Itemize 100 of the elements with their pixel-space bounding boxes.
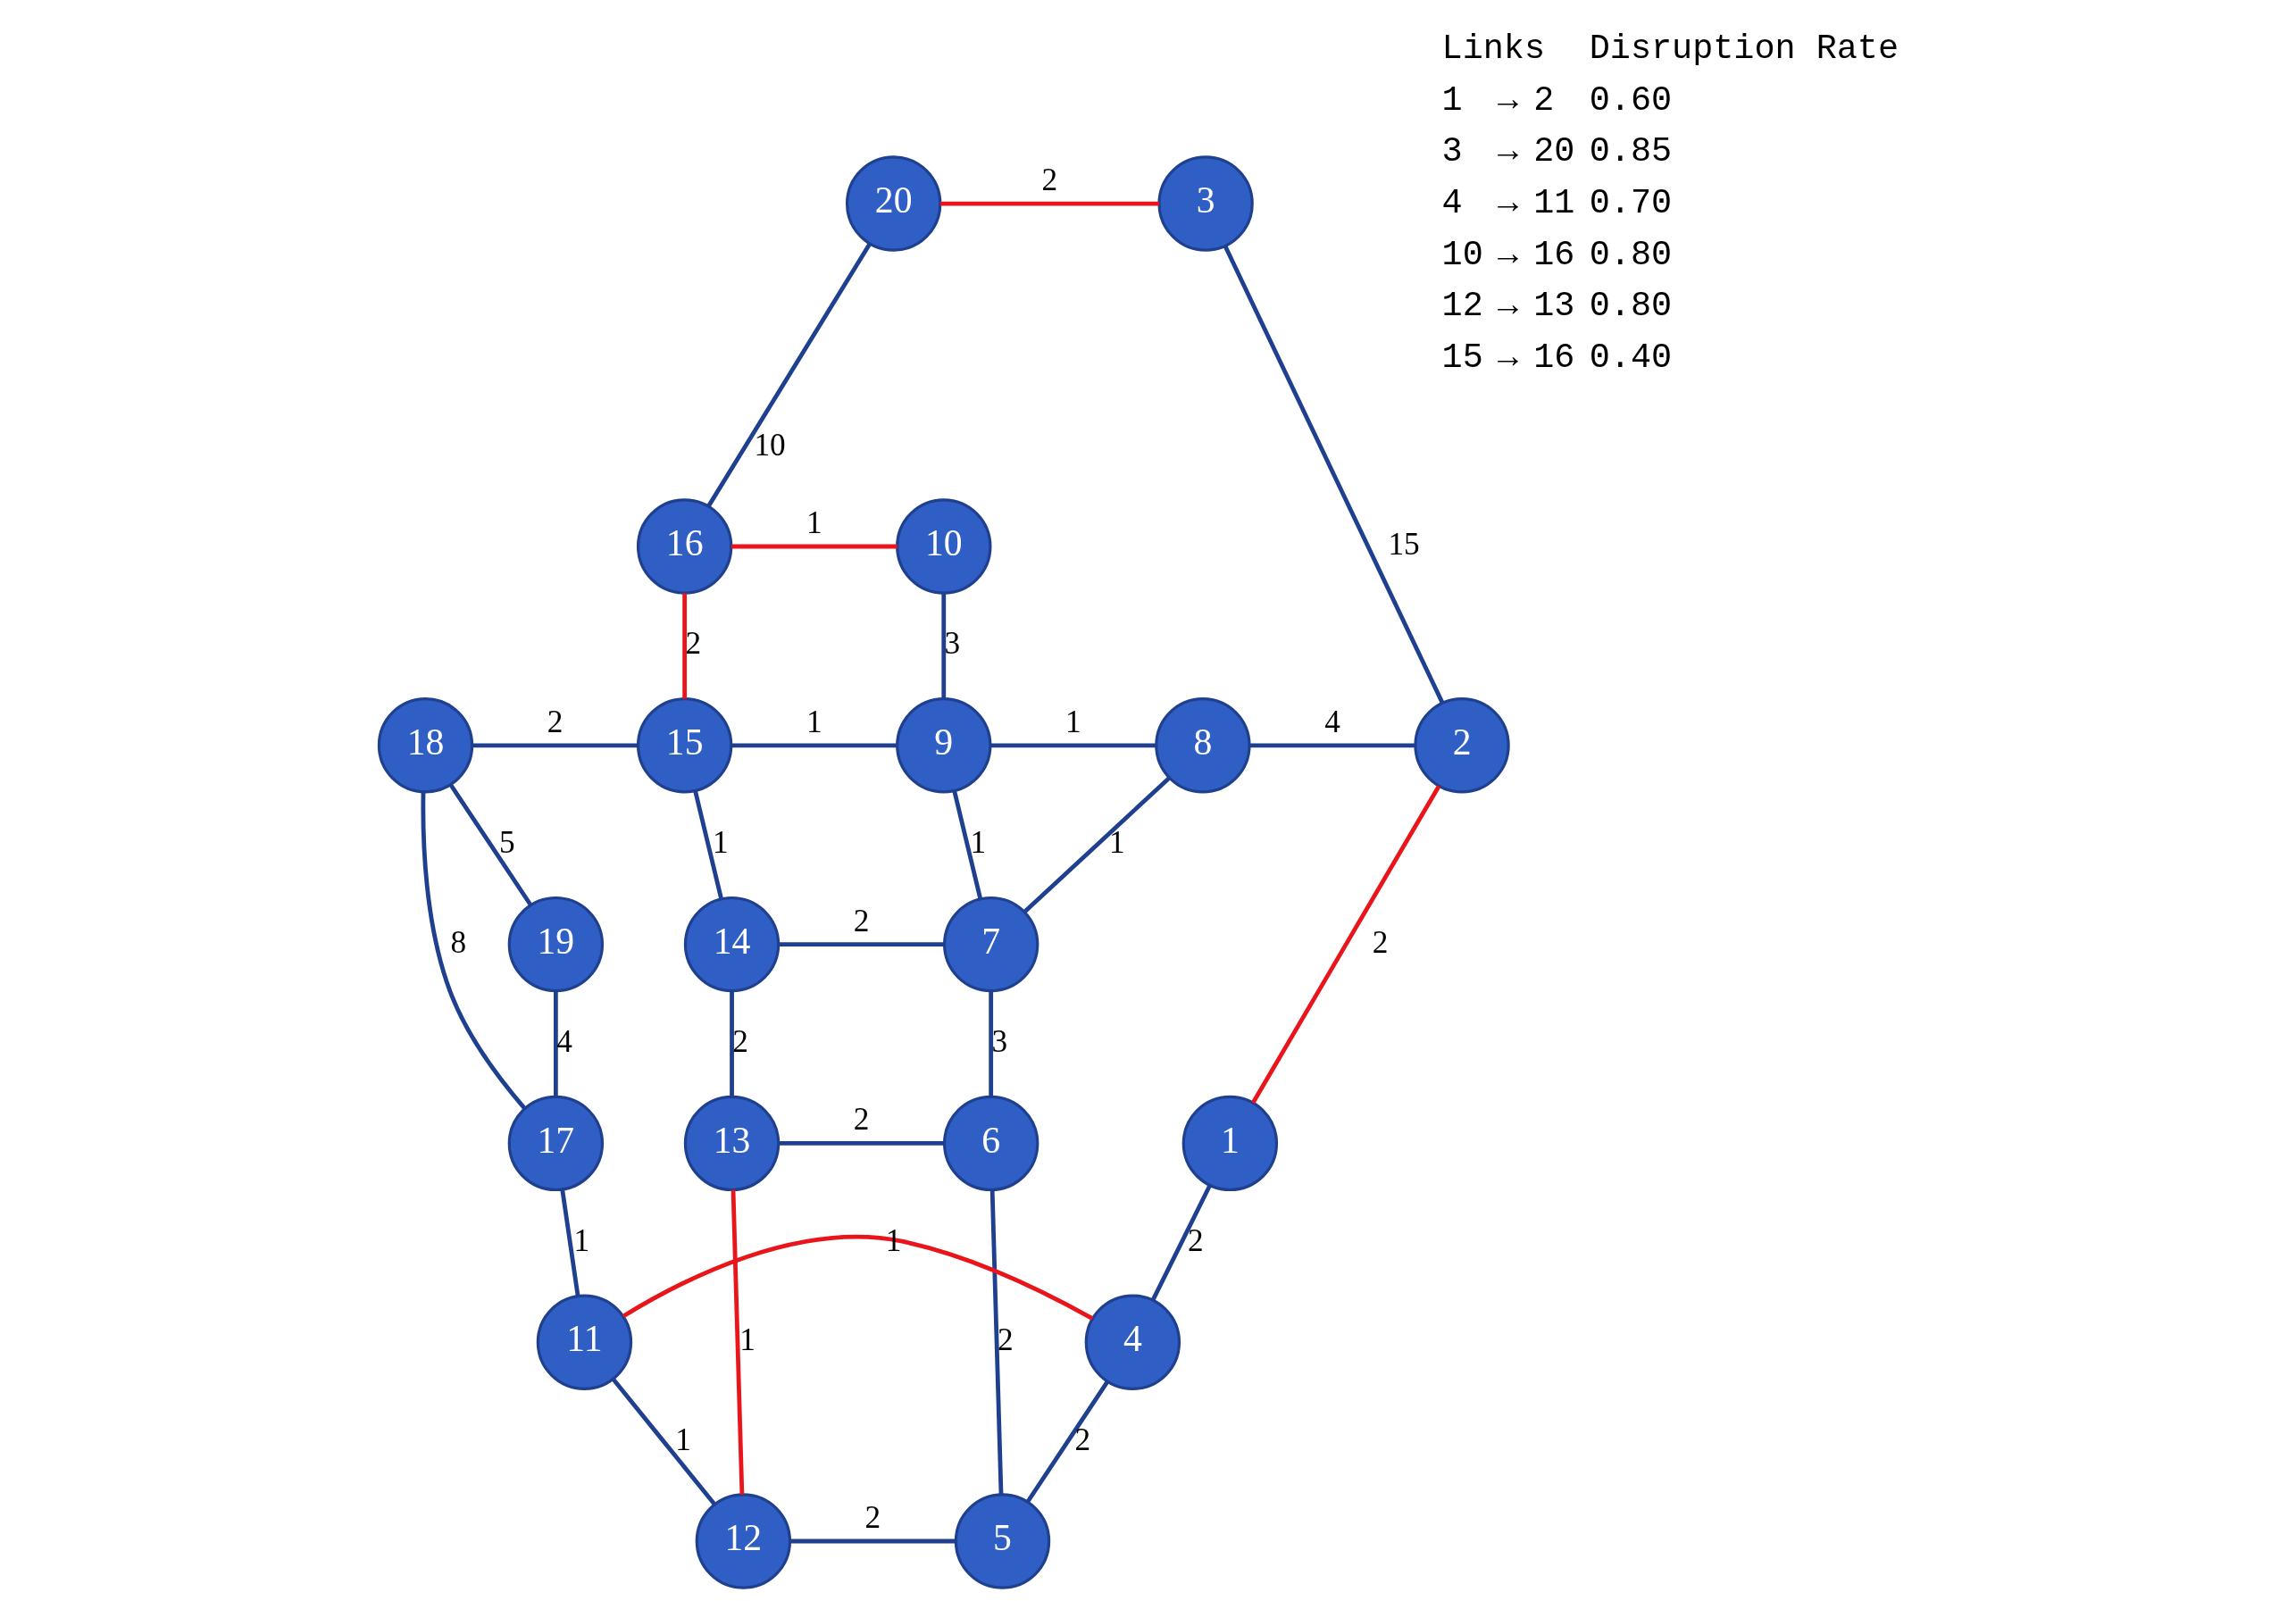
connector [559, 1189, 580, 1297]
connector [731, 743, 898, 748]
label: 3 [1441, 132, 1463, 172]
label: 13 [1532, 287, 1574, 327]
connector [622, 1234, 1093, 1321]
edge-label: 2 [853, 1102, 869, 1138]
node-circle: 4 [1084, 1294, 1181, 1390]
label: 0.80 [1589, 287, 1672, 327]
connector [778, 942, 945, 946]
connector [681, 593, 687, 699]
connector [988, 991, 993, 1097]
label: → [1497, 287, 1518, 327]
edge-label: 2 [997, 1322, 1014, 1358]
label: → [1497, 338, 1518, 379]
edge-label: 15 [1388, 526, 1420, 562]
connector [1248, 743, 1415, 748]
label: 0.80 [1589, 235, 1672, 275]
connector [789, 1538, 956, 1544]
node-circle: 14 [683, 896, 780, 993]
node-circle: 12 [695, 1493, 791, 1589]
edge-label: 1 [739, 1322, 756, 1358]
edge-label: 2 [684, 626, 701, 662]
edge-label: 1 [572, 1222, 589, 1258]
node-circle: 13 [683, 1095, 780, 1192]
label: 0.70 [1589, 184, 1672, 224]
label: 4 [1441, 184, 1463, 224]
edge-label: 10 [753, 427, 786, 463]
node-circle: 3 [1156, 155, 1254, 252]
edge-label: 2 [1372, 924, 1388, 960]
edge-label: 8 [450, 924, 466, 960]
label: Links [1441, 29, 1545, 69]
node-circle: 5 [954, 1493, 1050, 1589]
label: 16 [1532, 338, 1574, 379]
label: Disruption Rate [1589, 29, 1899, 69]
connector [1223, 245, 1444, 705]
edge-label: 1 [712, 825, 729, 861]
edge-label: 3 [990, 1023, 1007, 1059]
connector [611, 1378, 716, 1505]
label: → [1497, 184, 1518, 224]
node-circle: 11 [536, 1294, 632, 1390]
connector [989, 743, 1156, 748]
label: → [1497, 235, 1518, 275]
label: 0.40 [1589, 338, 1672, 379]
node-circle: 20 [845, 155, 941, 252]
edge-label: 2 [547, 704, 563, 739]
label: 1 [1441, 80, 1463, 121]
node-circle: 10 [895, 498, 991, 595]
edge-label: 2 [1041, 163, 1057, 197]
edge-label: 1 [1108, 825, 1125, 861]
edge-label: 1 [806, 504, 822, 540]
edge-label: 4 [1323, 704, 1340, 739]
label: → [1497, 132, 1518, 172]
connector [692, 790, 723, 899]
label: → [1497, 80, 1518, 121]
edge-label: 2 [853, 903, 869, 938]
connector [729, 991, 734, 1097]
connector [420, 791, 526, 1110]
node-circle: 2 [1413, 697, 1510, 794]
label: 2 [1532, 80, 1554, 121]
label: 15 [1441, 338, 1483, 379]
edge-label: 1 [674, 1422, 691, 1457]
node-circle: 8 [1154, 697, 1251, 794]
connector [472, 743, 638, 748]
edge-label: 1 [969, 825, 986, 861]
connector [939, 201, 1159, 206]
connector [1025, 1380, 1109, 1503]
label: 10 [1441, 235, 1483, 275]
connector [778, 1141, 945, 1146]
node-circle: 17 [507, 1095, 604, 1192]
node-circle: 19 [507, 896, 604, 993]
node-circle: 9 [895, 697, 991, 794]
label: 16 [1532, 235, 1574, 275]
edge-label: 1 [1065, 704, 1081, 739]
edge-label: 2 [1073, 1422, 1090, 1457]
label: 20 [1532, 132, 1574, 172]
connector [1250, 785, 1440, 1105]
connector [731, 1189, 744, 1495]
connector [731, 544, 898, 549]
connector [448, 783, 532, 906]
connector [706, 243, 872, 507]
connector [1023, 776, 1171, 913]
label: 0.60 [1589, 80, 1672, 121]
connector [940, 593, 946, 699]
edge-label: 5 [498, 825, 515, 861]
connector [1150, 1184, 1212, 1302]
node-circle: 15 [636, 697, 732, 794]
connector [553, 991, 558, 1097]
node-circle: 18 [377, 697, 473, 794]
connector [989, 1189, 1003, 1495]
node-circle: 16 [636, 498, 732, 595]
node-circle: 1 [1181, 1095, 1278, 1192]
node-circle: 6 [942, 1095, 1039, 1192]
node-circle: 7 [942, 896, 1039, 993]
label: 12 [1441, 287, 1483, 327]
connector [951, 790, 982, 899]
edge-label: 2 [864, 1499, 881, 1535]
edge-label: 3 [944, 626, 960, 662]
edge-label: 1 [806, 704, 822, 739]
edge-label: 2 [1187, 1222, 1204, 1258]
label: 0.85 [1589, 132, 1672, 172]
